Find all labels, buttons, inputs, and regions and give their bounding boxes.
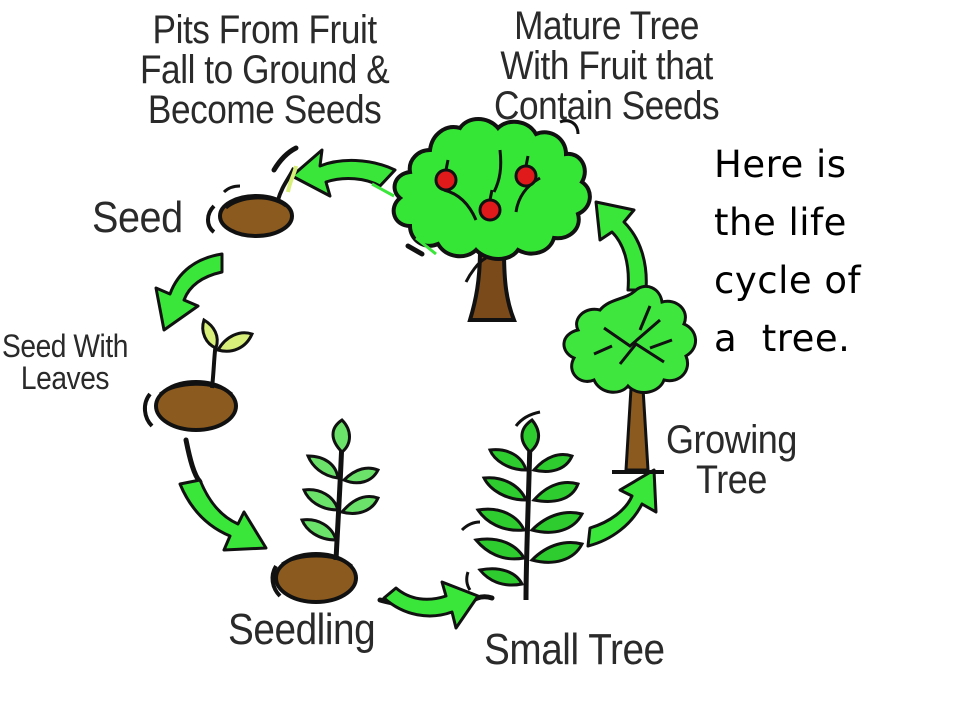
seedling-icon <box>270 418 381 604</box>
label-growing-tree: Growing Tree <box>666 420 797 500</box>
label-line: Fall to Ground & <box>140 48 390 92</box>
label-line: Mature Tree <box>514 4 700 48</box>
growing-tree-icon <box>562 285 697 474</box>
label-line: Pits From Fruit <box>152 8 378 52</box>
mature-tree-icon <box>371 117 592 322</box>
label-line: Growing <box>666 418 797 462</box>
caption-line: a tree. <box>714 317 851 360</box>
caption-line: cycle of <box>714 259 862 302</box>
label-line: With Fruit that <box>500 44 713 88</box>
label-line: Tree <box>696 458 767 502</box>
sprout-icon <box>143 317 255 432</box>
label-seedling: Seedling <box>228 605 376 654</box>
label-line: Contain Seeds <box>494 84 720 128</box>
label-line: Seed With <box>2 328 128 364</box>
caption-text: Here is the life cycle of a tree. <box>714 136 904 368</box>
label-line: Become Seeds <box>147 88 382 132</box>
caption-line: Here is <box>714 143 847 186</box>
label-mature-tree: Mature Tree With Fruit that Contain Seed… <box>494 4 720 128</box>
seed-icon <box>206 165 298 238</box>
caption-line: the life <box>714 201 847 244</box>
label-small-tree: Small Tree <box>484 625 665 674</box>
small-tree-icon <box>460 410 585 601</box>
label-line: Leaves <box>20 360 110 396</box>
label-seed: Seed <box>92 193 183 242</box>
label-seed-with-leaves: Seed With Leaves <box>2 330 128 394</box>
label-pits-fall: Pits From Fruit Fall to Ground & Become … <box>140 8 390 132</box>
